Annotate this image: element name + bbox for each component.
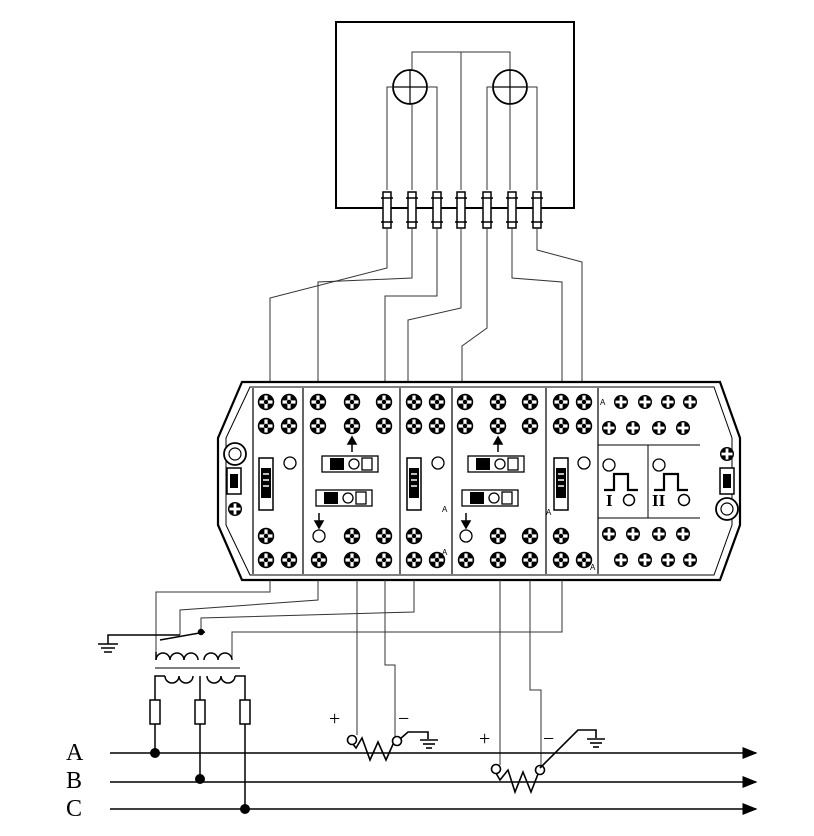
voltage-transformer [154,652,246,700]
phase-label-c: C [66,796,82,822]
right-resistor [490,729,605,795]
switch-label-one: I [606,491,613,510]
right-minus-sign: − [543,728,554,750]
meter-terminals [380,191,544,229]
left-plus-sign: + [329,708,340,730]
phase-lines [110,747,758,815]
test-arrows [313,435,504,530]
lower-wiring [155,580,563,770]
bus-junctions [150,748,250,814]
meter-box [335,21,575,229]
indicator-circles [283,456,666,543]
terminal-mark-a4: A [546,508,552,517]
meter-to-panel-wires [269,228,583,384]
pt-ground [98,628,206,653]
left-minus-sign: − [398,708,409,730]
terminal-mark-a1: A [600,398,606,407]
phase-label-b: B [66,768,82,794]
switch-label-two: II [652,491,666,510]
terminal-mark-a3: A [442,548,448,557]
left-mount [223,442,247,516]
terminal-mark-a5: A [590,563,596,572]
phase-label-a: A [66,740,84,766]
pt-fuses [149,699,251,809]
right-mount [715,447,739,521]
right-plus-sign: + [479,728,490,750]
left-resistor [346,731,438,763]
terminal-panel: I II A A A A A [216,380,742,582]
switch-symbols [604,472,688,492]
terminal-mark-a2: A [442,505,448,514]
